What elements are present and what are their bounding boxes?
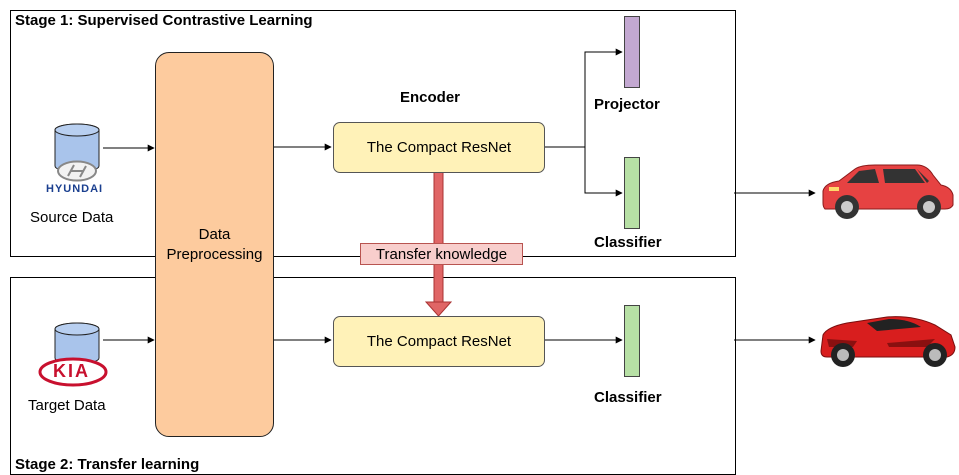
transfer-knowledge-label: Transfer knowledge bbox=[360, 243, 523, 265]
data-preprocessing-box: Data Preprocessing bbox=[155, 52, 274, 437]
classifier-bar-stage2 bbox=[624, 305, 640, 377]
encoder-heading: Encoder bbox=[400, 89, 461, 106]
kia-logo-text: KIA bbox=[53, 361, 90, 381]
projector-bar bbox=[624, 16, 640, 88]
classifier-bar-stage1 bbox=[624, 157, 640, 229]
projector-label: Projector bbox=[594, 96, 660, 113]
compact-resnet-stage2: The Compact ResNet bbox=[333, 316, 545, 367]
compact-resnet-stage1: The Compact ResNet bbox=[333, 122, 545, 173]
arrow-resnet1-to-projector bbox=[545, 48, 623, 148]
stage1-title: Stage 1: Supervised Contrastive Learning bbox=[15, 12, 313, 29]
red-hatchback-car-icon bbox=[822, 164, 954, 219]
hyundai-logo-text: HYUNDAI bbox=[46, 183, 104, 195]
preprocessing-line2: Preprocessing bbox=[166, 245, 263, 263]
red-sports-car-icon bbox=[820, 316, 956, 367]
preprocessing-line1: Data bbox=[198, 225, 231, 243]
hyundai-logo-icon bbox=[57, 160, 97, 182]
arrow-resnet1-to-classifier bbox=[584, 147, 623, 197]
classifier-label-stage1: Classifier bbox=[594, 234, 662, 251]
kia-logo-icon bbox=[38, 357, 108, 387]
stage2-title: Stage 2: Transfer learning bbox=[15, 456, 200, 473]
target-data-label: Target Data bbox=[28, 397, 106, 414]
source-database-icon bbox=[54, 123, 100, 172]
target-database-icon bbox=[54, 322, 100, 364]
source-data-label: Source Data bbox=[30, 209, 114, 226]
classifier-label-stage2: Classifier bbox=[594, 389, 662, 406]
